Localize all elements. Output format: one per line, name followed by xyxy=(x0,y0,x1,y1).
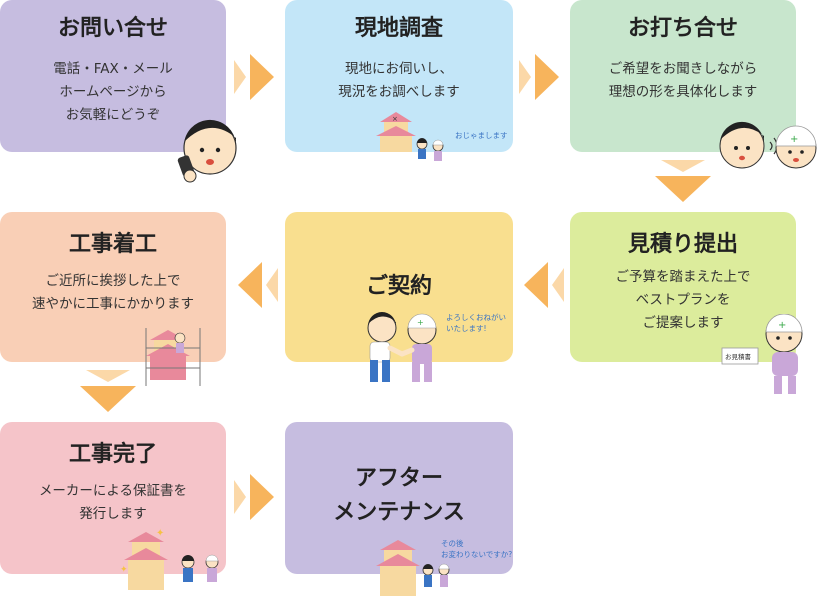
step-description: ご近所に挨拶した上で 速やかに工事にかかります xyxy=(32,273,194,312)
step-description: メーカーによる保証書を 発行します xyxy=(38,483,188,522)
step-description: 現地にお伺いし、 現況をお調べします xyxy=(338,61,460,100)
step-meeting: お打ち合せ ご希望をお聞きしながら 理想の形を具体化します xyxy=(570,0,796,152)
speech-note: おじゃまします xyxy=(455,131,508,140)
arrow-down-icon xyxy=(655,160,711,202)
step-title: お打ち合せ xyxy=(627,16,738,41)
svg-text:+: + xyxy=(790,134,798,145)
svg-text:+: + xyxy=(778,320,786,331)
step-construction-start: 工事着工 ご近所に挨拶した上で 速やかに工事にかかります xyxy=(0,212,226,362)
svg-text:×: × xyxy=(392,115,398,123)
step-title: 見積り提出 xyxy=(627,232,738,257)
construction-scaffold-illustration xyxy=(145,328,201,386)
step-estimate: 見積り提出 ご予算を踏まえた上で ベストプランを ご提案します xyxy=(570,212,796,362)
step-title: 工事完了 xyxy=(68,442,157,467)
svg-text:✦: ✦ xyxy=(120,565,128,575)
worker-with-estimate-illustration: + xyxy=(721,314,803,394)
house-survey-illustration: × xyxy=(376,112,444,161)
finished-house-illustration: ✦ ✦ xyxy=(120,528,219,590)
speech-note: その後 お変わりないですか? xyxy=(441,539,513,559)
step-contract: ご契約 xyxy=(285,212,513,362)
arrow-left-icon xyxy=(524,262,564,308)
svg-text:+: + xyxy=(417,318,424,327)
arrow-right-icon xyxy=(519,54,559,100)
svg-text:✦: ✦ xyxy=(156,528,164,539)
maintenance-visit-illustration xyxy=(376,540,450,596)
arrow-down-icon xyxy=(80,370,136,412)
step-description: ご予算を踏まえた上で ベストプランを ご提案します xyxy=(615,269,751,331)
handshake-illustration: + xyxy=(367,312,437,382)
step-title: 現地調査 xyxy=(354,16,443,41)
arrow-left-icon xyxy=(238,262,278,308)
speech-note: よろしくおねがい いたします! xyxy=(446,313,506,333)
arrow-right-icon xyxy=(234,54,274,100)
person-on-phone-illustration xyxy=(177,119,237,183)
step-title: 工事着工 xyxy=(68,232,157,257)
estimate-document-label: お見積書 xyxy=(725,353,751,361)
meeting-people-illustration: + xyxy=(719,121,817,169)
step-title: お問い合せ xyxy=(57,16,168,41)
step-title: アフター メンテナンス xyxy=(333,466,465,525)
step-description: 電話・FAX・メール ホームページから お気軽にどうぞ xyxy=(53,61,173,123)
step-title: ご契約 xyxy=(365,274,432,299)
step-completion: 工事完了 メーカーによる保証書を 発行します xyxy=(0,422,226,574)
arrow-right-icon xyxy=(234,474,274,520)
step-description: ご希望をお聞きしながら 理想の形を具体化します xyxy=(608,61,758,100)
step-inquiry: お問い合せ 電話・FAX・メール ホームページから お気軽にどうぞ xyxy=(0,0,226,152)
